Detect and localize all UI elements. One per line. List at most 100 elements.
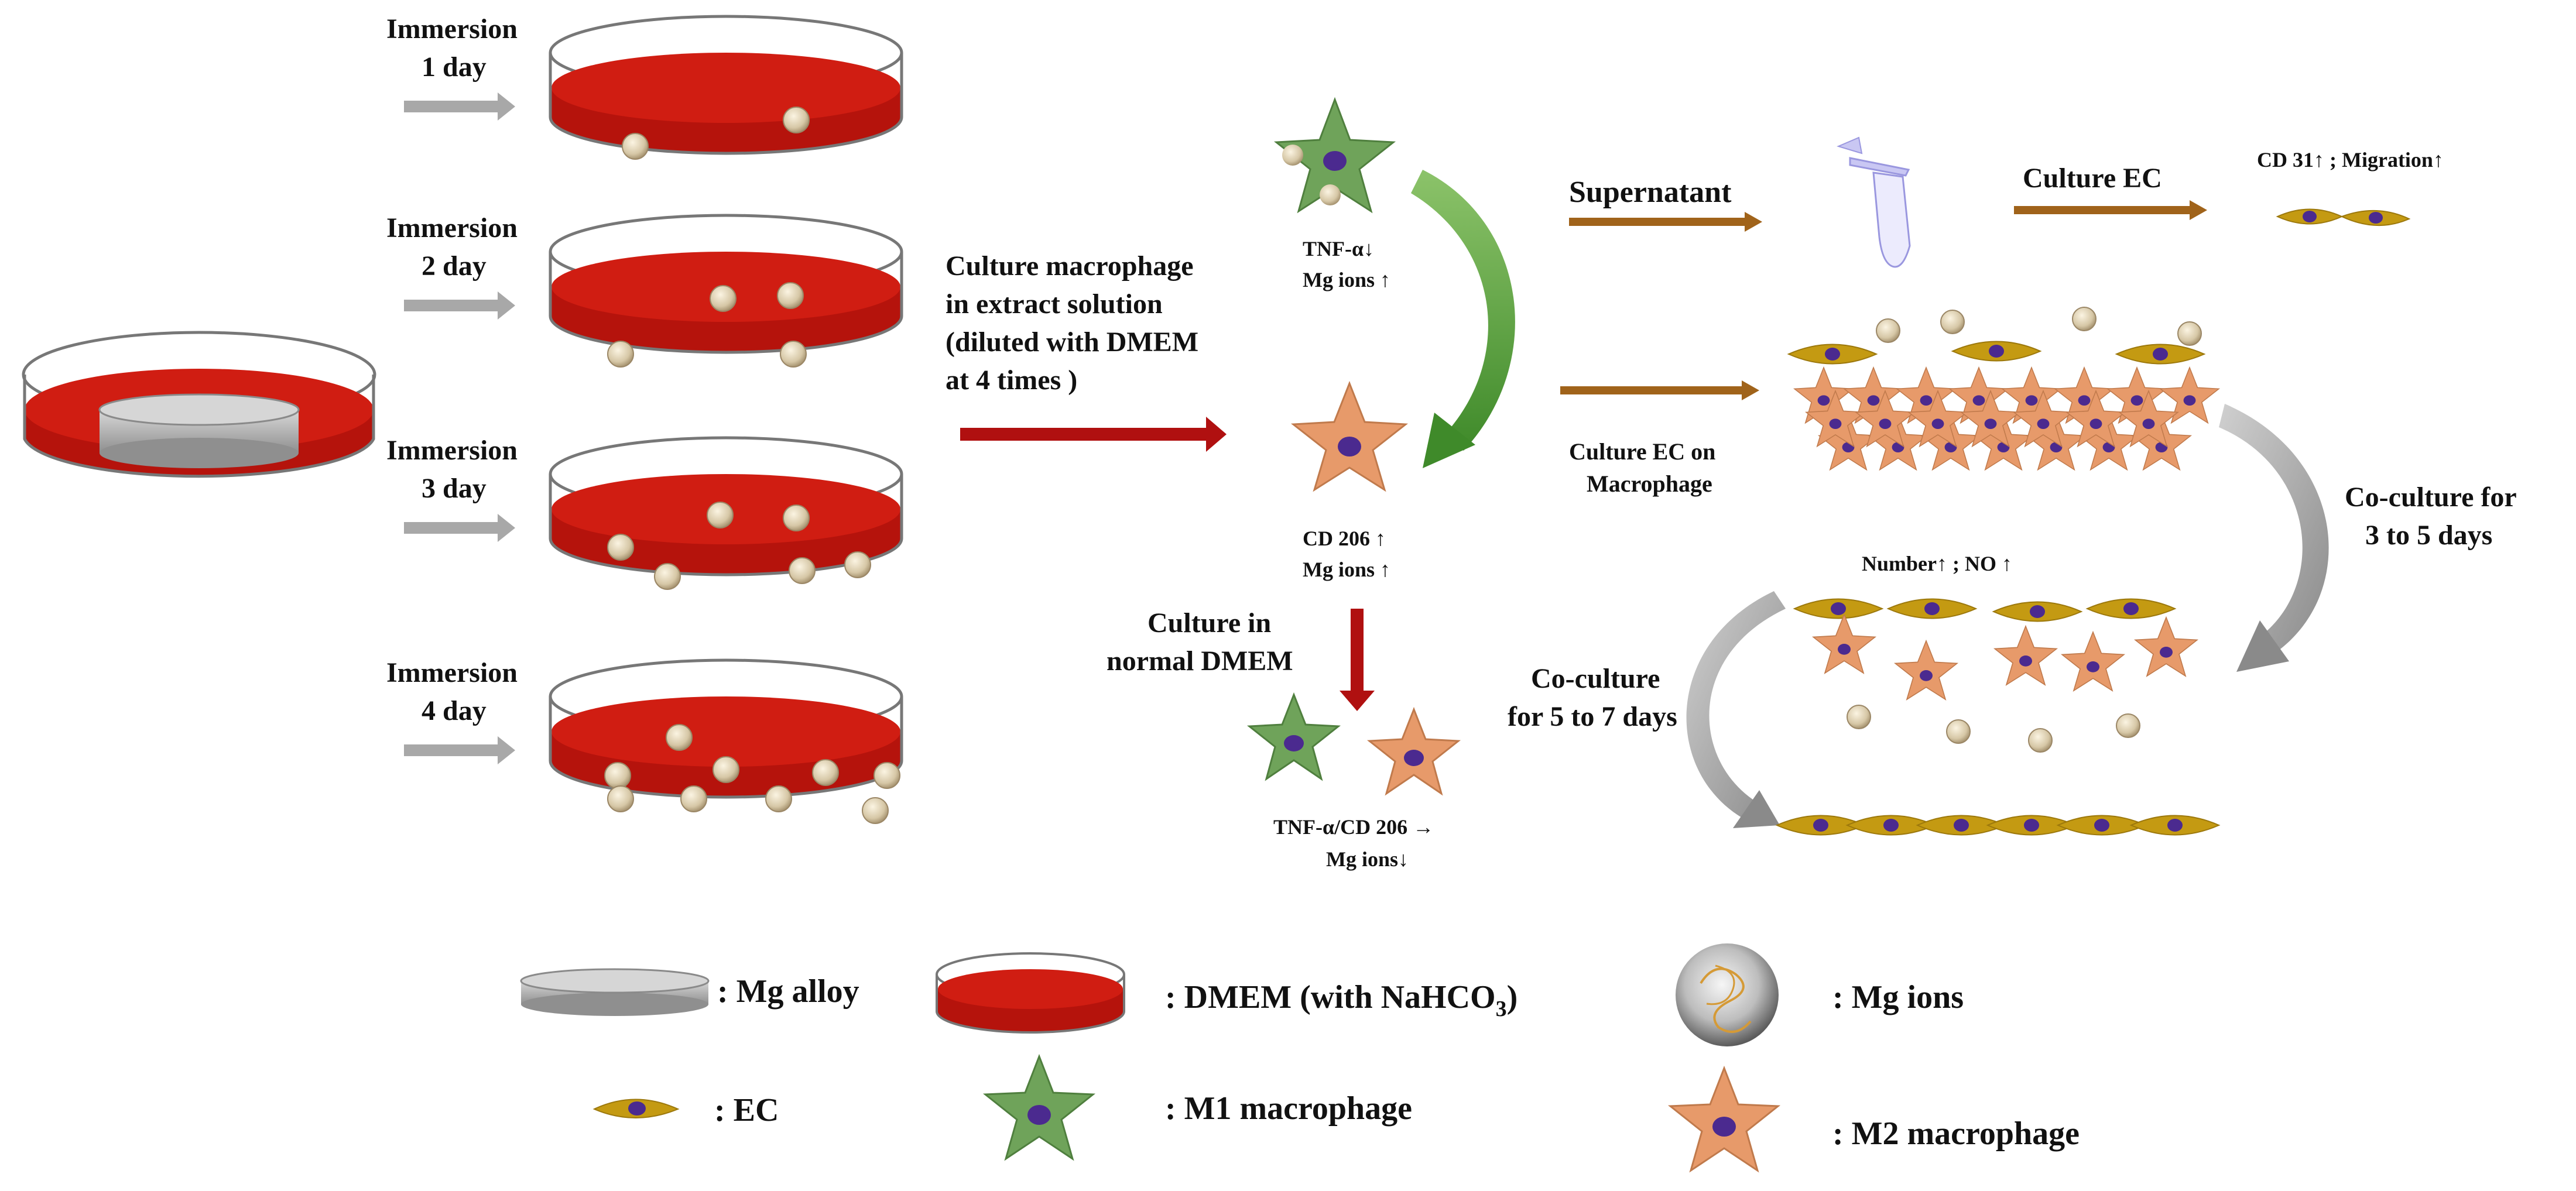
culture-ec-on-line1: Culture EC on bbox=[1569, 438, 1715, 465]
m2-macrophage bbox=[2118, 389, 2180, 448]
mg-ion bbox=[607, 341, 634, 368]
culture-ec-label: Culture EC bbox=[2023, 163, 2162, 194]
mg-ion bbox=[710, 285, 737, 312]
normal-dmem-line2: normal DMEM bbox=[1107, 646, 1293, 677]
legend-m1-label: : M1 macrophage bbox=[1165, 1090, 1412, 1127]
culture-macrophage-line1: Culture macrophage bbox=[946, 250, 1194, 282]
m2-macrophage bbox=[1854, 389, 1916, 448]
coculture-5-7-line1: Co-culture bbox=[1531, 663, 1660, 694]
m2-macrophage bbox=[1960, 389, 2022, 448]
culture-macrophage-label: Culture macrophage in extract solution (… bbox=[946, 250, 1205, 396]
ec-cell bbox=[2056, 815, 2147, 836]
number-no-note: Number↑ ; NO ↑ bbox=[1862, 552, 2012, 575]
immersion-row: Immersion 4 day bbox=[386, 657, 903, 824]
ec-cell bbox=[1787, 344, 1878, 365]
ec-macrophage-coculture-group bbox=[1793, 598, 2199, 753]
normal-dmem-line1: Culture in bbox=[1147, 607, 1271, 639]
grey-curved-arrow-left bbox=[1686, 591, 1786, 828]
m2-note-line2: Mg ions ↑ bbox=[1303, 558, 1390, 581]
immersion-label-line2: 1 day bbox=[422, 52, 487, 83]
ec-cell bbox=[2115, 344, 2206, 365]
immersion-label-line2: 2 day bbox=[422, 250, 487, 282]
mg-ion bbox=[1876, 318, 1900, 343]
mg-ion bbox=[783, 107, 810, 133]
culture-macrophage-line2: in extract solution bbox=[946, 289, 1163, 320]
mg-ion bbox=[862, 797, 889, 824]
mg-ion bbox=[607, 534, 634, 561]
mg-ion bbox=[1847, 705, 1871, 729]
red-arrow-down bbox=[1340, 609, 1375, 711]
immersion-label-line2: 4 day bbox=[422, 695, 487, 726]
m1-macrophage-bottom bbox=[1246, 692, 1341, 781]
ec-cell bbox=[1992, 601, 2083, 622]
culture-macrophage-line4: at 4 times ) bbox=[946, 365, 1077, 396]
legend-m2-label: : M2 macrophage bbox=[1832, 1116, 2080, 1152]
ec-cell bbox=[1793, 598, 1884, 619]
m2-macrophage bbox=[2159, 366, 2221, 424]
immersion-row: Immersion 3 day bbox=[386, 435, 903, 590]
grey-arrow bbox=[404, 514, 515, 542]
m2-macrophage bbox=[2133, 616, 2199, 677]
mg-ion bbox=[812, 759, 839, 786]
m2-macrophage bbox=[2012, 389, 2074, 448]
immersion-label-line2: 3 day bbox=[422, 473, 487, 504]
immersion-label-line1: Immersion bbox=[386, 435, 518, 466]
coculture-5-7-label: Co-culture for 5 to 7 days bbox=[1508, 663, 1677, 732]
m2-macrophage bbox=[1993, 624, 2058, 686]
culture-dish bbox=[549, 436, 903, 590]
legend: : Mg alloy : DMEM (with NaHCO3) : Mg ion… bbox=[520, 943, 2080, 1173]
m1-note: TNF-α↓ Mg ions ↑ bbox=[1303, 237, 1390, 291]
coculture-5-7-line2: for 5 to 7 days bbox=[1508, 701, 1677, 732]
mg-ion bbox=[789, 557, 816, 584]
red-arrow-to-macrophage bbox=[960, 417, 1227, 452]
ec-cell bbox=[2129, 815, 2221, 836]
coculture-3-5-line2: 3 to 5 days bbox=[2365, 520, 2492, 551]
supernatant-label: Supernatant bbox=[1569, 176, 1732, 209]
mg-ion bbox=[2072, 307, 2097, 331]
normal-note-line1: TNF-α/CD 206 → bbox=[1273, 815, 1434, 839]
m2-macrophage bbox=[2065, 389, 2127, 448]
culture-dish bbox=[549, 658, 903, 824]
cd31-note: CD 31↑ ; Migration↑ bbox=[2257, 148, 2444, 171]
grey-arrow bbox=[404, 736, 515, 764]
m1-note-line2: Mg ions ↑ bbox=[1303, 268, 1390, 291]
m2-macrophage-cluster bbox=[1787, 307, 2221, 471]
coculture-3-5-label: Co-culture for 3 to 5 days bbox=[2345, 482, 2523, 551]
legend-dmem-label: : DMEM (with NaHCO3) bbox=[1165, 979, 1517, 1021]
brown-arrow-ec-on-macrophage bbox=[1560, 380, 1759, 400]
mg-ion bbox=[1940, 310, 1965, 334]
ec-pair-top bbox=[2276, 208, 2411, 226]
ec-cell bbox=[1951, 341, 2042, 362]
ec-cell bbox=[2085, 598, 2177, 619]
m2-macrophage bbox=[1893, 639, 1959, 701]
mg-ion bbox=[707, 502, 734, 528]
mg-ion bbox=[622, 133, 649, 160]
culture-ec-on-line2: Macrophage bbox=[1587, 471, 1712, 497]
legend-m1-icon bbox=[982, 1053, 1096, 1161]
mg-ion bbox=[2116, 713, 2140, 738]
legend-dmem-sub: 3 bbox=[1496, 997, 1507, 1021]
mg-ion bbox=[607, 785, 634, 812]
normal-note-line2: Mg ions↓ bbox=[1326, 847, 1409, 871]
mg-ion bbox=[780, 341, 807, 368]
m2-macrophage-bottom bbox=[1366, 706, 1461, 796]
legend-mg-alloy-label: : Mg alloy bbox=[717, 973, 859, 1010]
ec-row-bottom bbox=[1775, 815, 2221, 836]
green-curved-arrow bbox=[1411, 170, 1515, 468]
legend-mg-ions-label: : Mg ions bbox=[1832, 979, 1964, 1015]
brown-arrow-supernatant bbox=[1569, 212, 1762, 232]
legend-ec-label: : EC bbox=[714, 1092, 779, 1128]
ec-cell bbox=[1845, 815, 1937, 836]
mg-ion bbox=[844, 551, 871, 578]
culture-ec-on-label: Culture EC on Macrophage bbox=[1569, 438, 1721, 497]
m2-macrophage bbox=[2060, 630, 2126, 692]
mg-ion bbox=[1946, 719, 1971, 744]
legend-dmem-close: ) bbox=[1507, 979, 1518, 1015]
legend-ec-icon bbox=[592, 1099, 680, 1118]
ec-cell bbox=[1775, 815, 1866, 836]
immersion-label-line1: Immersion bbox=[386, 657, 518, 688]
legend-mg-ion-icon bbox=[1676, 943, 1779, 1046]
